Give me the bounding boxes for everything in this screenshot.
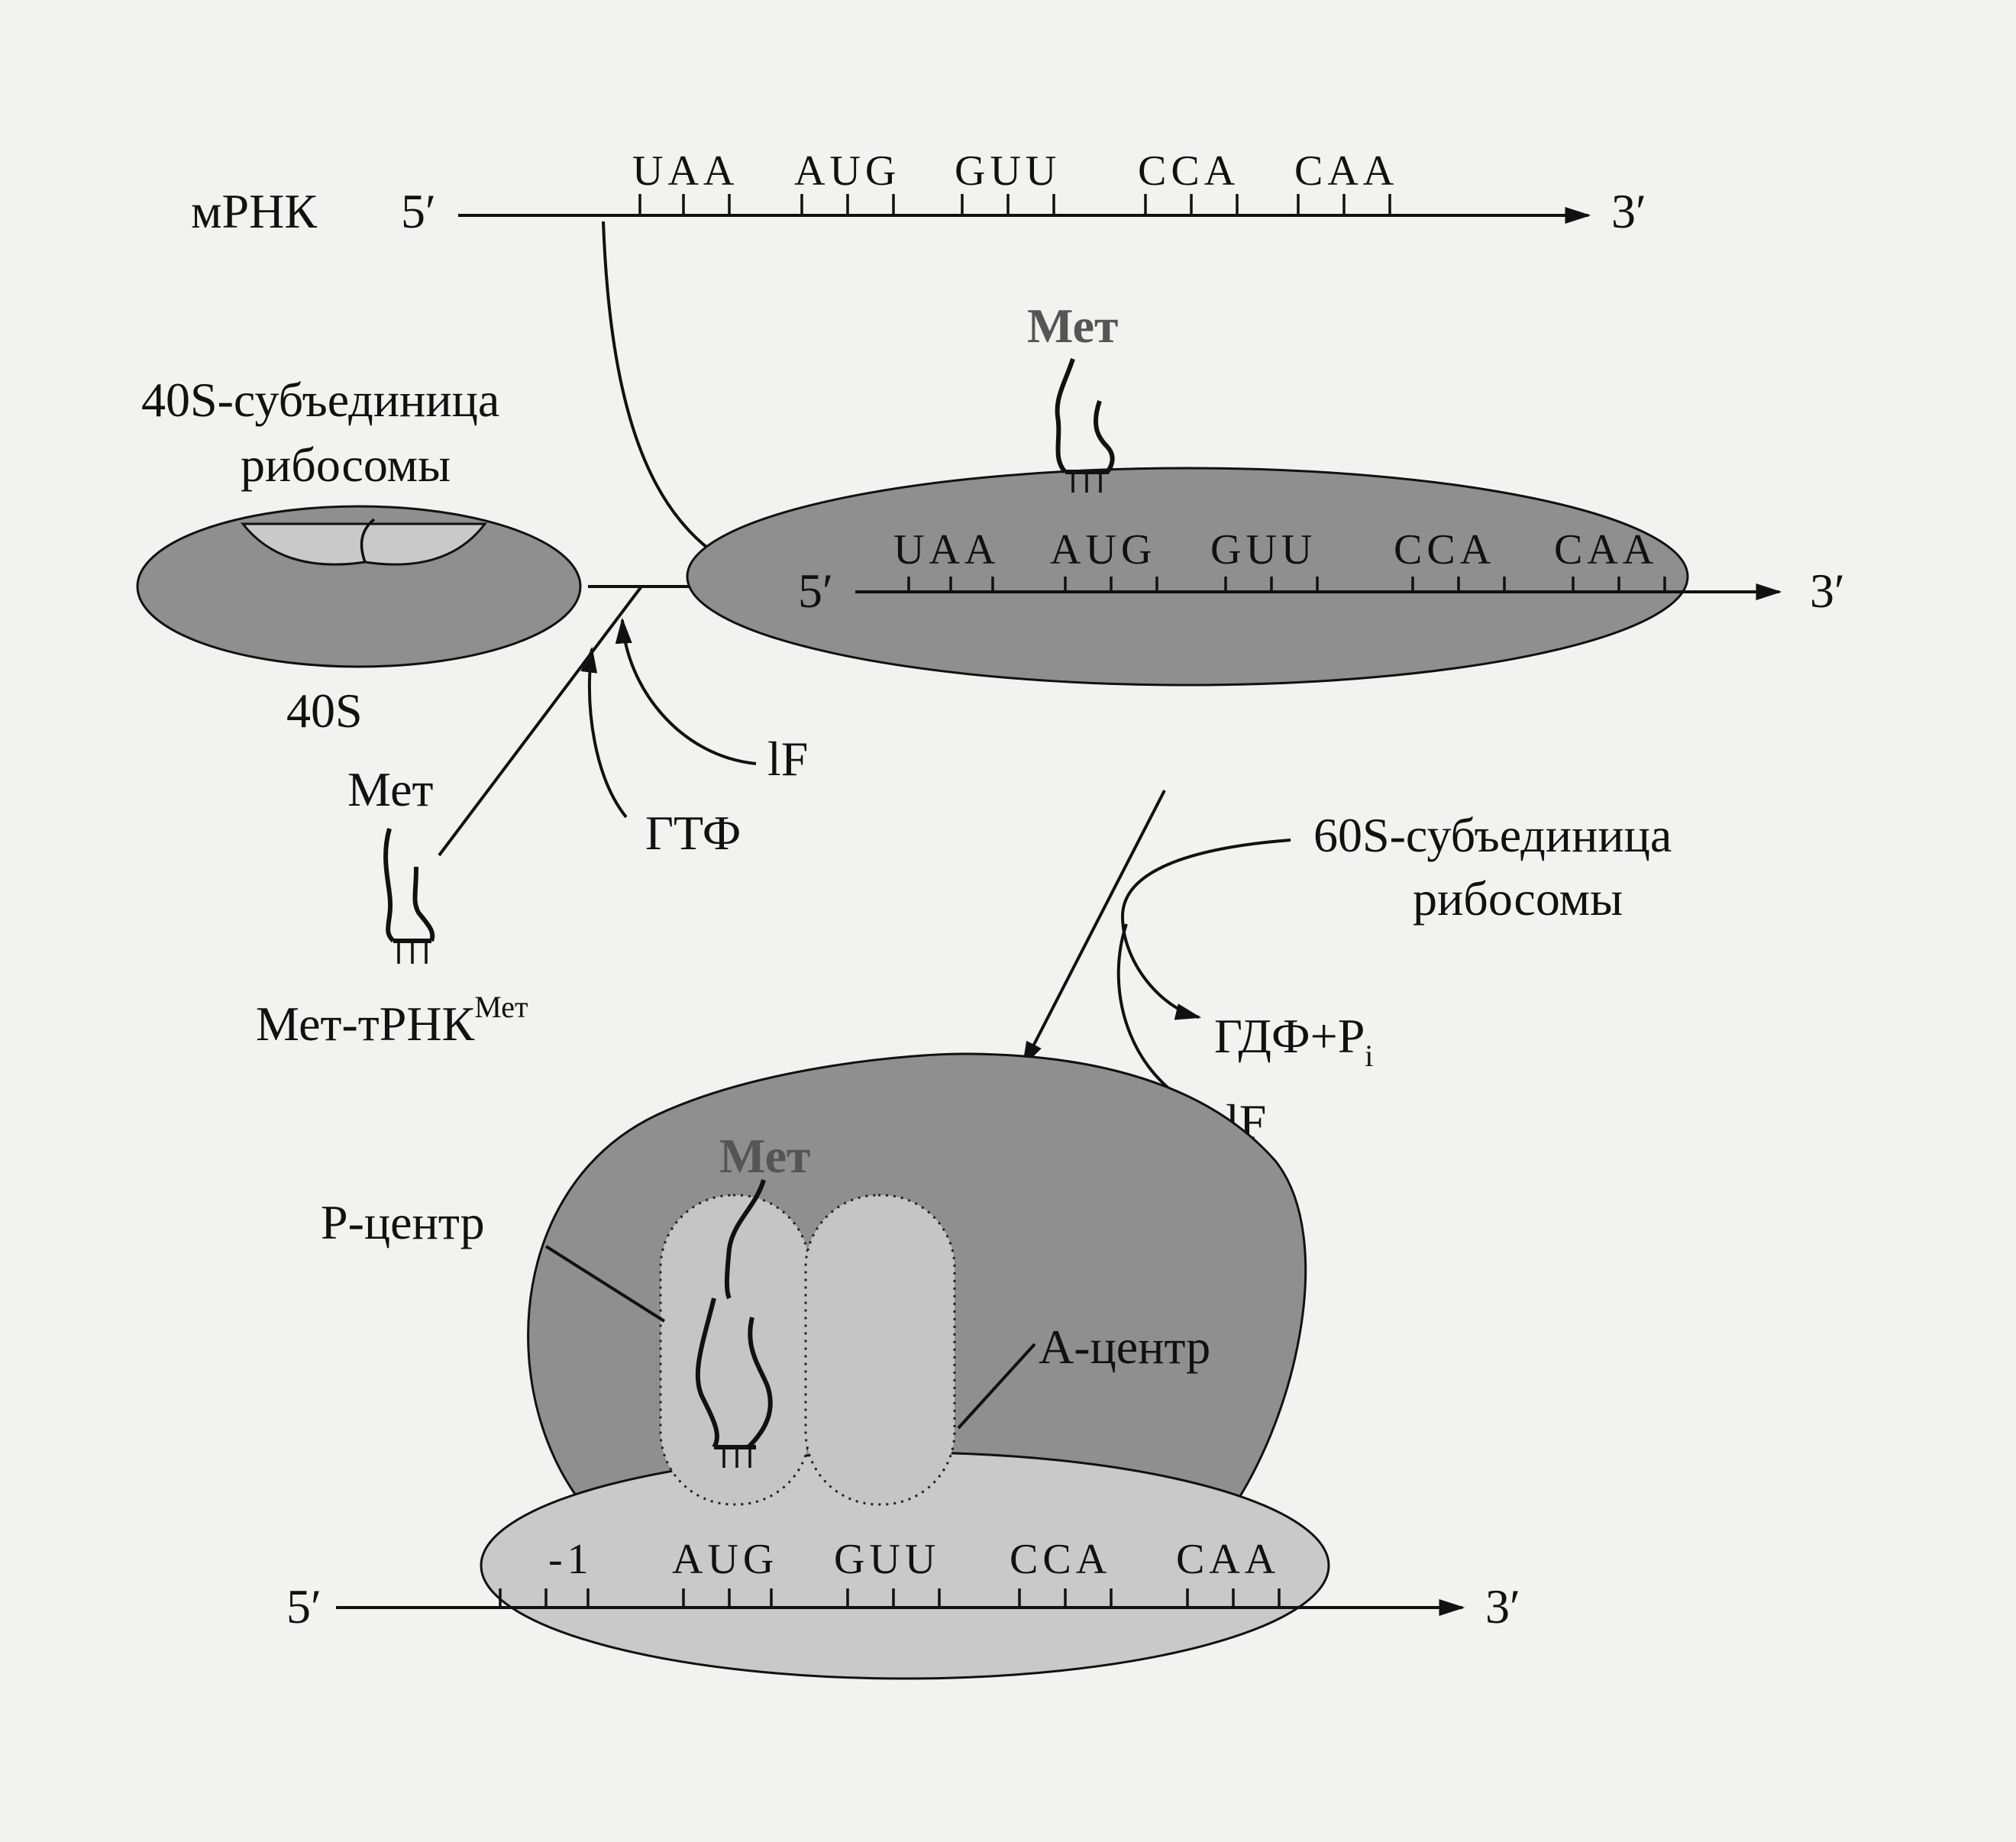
ribosome-codon-2: GUU xyxy=(834,1536,940,1583)
ribosome-minus-one: -1 xyxy=(548,1536,593,1583)
complex-codon-2: AUG xyxy=(1050,526,1156,574)
top-mrna-strand: мРНК 5′ 3′ UAA AUG GUU CCA CAA xyxy=(191,147,1646,238)
complex-five-prime: 5′ xyxy=(798,564,833,618)
subunit-40s-label: 40S xyxy=(286,683,363,738)
mrna-ticks xyxy=(638,194,1391,215)
subunit-40s-pocket-divider xyxy=(360,518,376,563)
gtp-label: ГТФ xyxy=(645,806,741,860)
mrna-codon-4: CCA xyxy=(1138,147,1239,195)
complex-codon-3: GUU xyxy=(1210,526,1317,574)
subunit-60s-title-1: 60S-субъединица xyxy=(1313,808,1672,862)
complex-trna-icon xyxy=(1055,358,1115,474)
subunit-60s-step: 60S-субъединица рибосомы ГДФ+Pi lF xyxy=(1022,790,1672,1149)
subunit-40s: 40S-субъединица рибосомы 40S xyxy=(136,373,582,738)
subunit-60s-arrow xyxy=(1120,839,1291,1020)
if-arrow xyxy=(615,617,757,765)
ribosome-five-prime: 5′ xyxy=(286,1579,321,1634)
mrna-three-prime: 3′ xyxy=(1611,184,1646,238)
complex-codon-5: CAA xyxy=(1554,526,1658,574)
ribosome-codon-1: AUG xyxy=(672,1536,778,1583)
p-site-pocket xyxy=(659,1194,811,1506)
complex-ticks xyxy=(907,577,1666,592)
mrna-label: мРНК xyxy=(191,184,317,238)
ribosome-three-prime: 3′ xyxy=(1485,1579,1520,1634)
complex-codon-1: UAA xyxy=(893,526,1000,574)
p-site-label: P-центр xyxy=(321,1195,485,1249)
ribosome-trna-icon xyxy=(695,1179,773,1449)
ribosome-codon-4: CAA xyxy=(1176,1536,1280,1583)
subunit-40s-pocket xyxy=(240,522,488,566)
initiator-join-line xyxy=(438,585,643,857)
ribosome-ticks xyxy=(499,1588,1281,1608)
mrna-five-prime: 5′ xyxy=(401,184,436,238)
mrna-binding-arrow xyxy=(602,221,755,576)
a-site-label: А-центр xyxy=(1039,1320,1210,1374)
complex-codon-4: CCA xyxy=(1394,526,1495,574)
initiation-complex: 5′ 3′ UAA AUG GUU CCA CAA Мет xyxy=(686,299,1845,687)
initiator-trna: Мет Мет-тРНКМет xyxy=(256,762,528,1051)
if-label: lF xyxy=(767,732,808,786)
subunit-40s-title-2: рибосомы xyxy=(241,438,451,492)
gtp-arrow xyxy=(580,646,628,819)
trna-icon xyxy=(383,828,435,943)
a-site-leader xyxy=(957,1343,1036,1430)
subunit-40s-title-1: 40S-субъединица xyxy=(141,373,499,427)
p-site-leader xyxy=(544,1245,666,1323)
initiator-trna-label: Мет-тРНКМет xyxy=(256,990,528,1051)
mrna-codon-5: CAA xyxy=(1294,147,1398,195)
gdp-pi-label: ГДФ+Pi xyxy=(1214,1009,1373,1073)
subunit-40s-shape xyxy=(136,505,582,668)
initiator-met-label: Мет xyxy=(347,762,433,816)
mrna-codon-3: GUU xyxy=(955,147,1061,195)
complex-met-label: Мет xyxy=(1027,299,1118,353)
mrna-codon-2: AUG xyxy=(794,147,900,195)
complex-shape xyxy=(686,467,1689,687)
a-site-pocket xyxy=(804,1194,956,1506)
ribosome-formation-arrow xyxy=(1022,790,1166,1068)
ribosome-80s: Мет P-центр А-центр 5′ 3′ -1 AUG GUU CCA… xyxy=(286,1052,1520,1680)
complex-three-prime: 3′ xyxy=(1810,564,1845,618)
subunit-60s-title-2: рибосомы xyxy=(1413,871,1623,926)
ribosome-codon-3: CCA xyxy=(1010,1536,1111,1583)
ribosome-met-label: Мет xyxy=(719,1129,810,1183)
mrna-codon-1: UAA xyxy=(632,147,738,195)
